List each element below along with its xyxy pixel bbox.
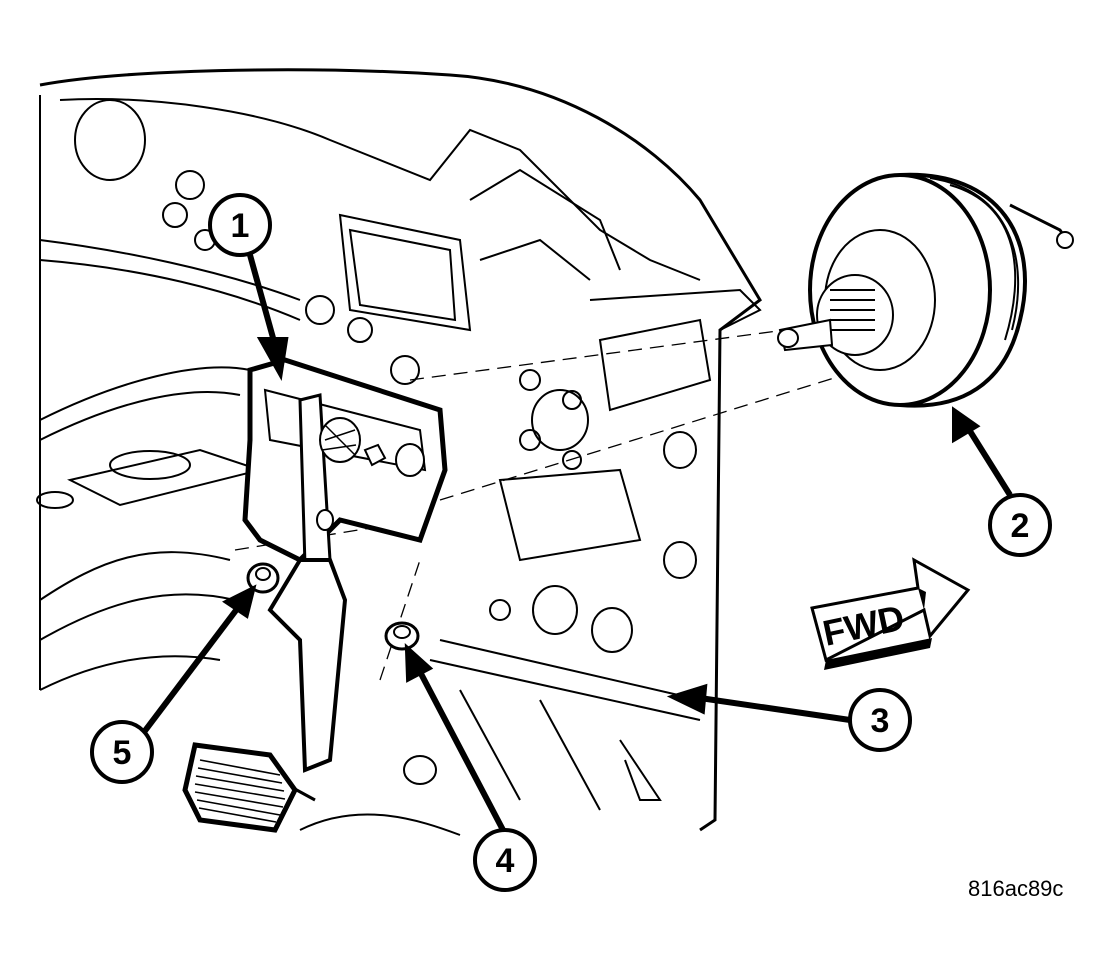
- callout-number-2: 2: [1011, 507, 1030, 545]
- figure-id: 816ac89c: [968, 876, 1064, 901]
- callout-1: 1: [208, 193, 272, 257]
- leader-arrows: [135, 254, 1013, 832]
- callout-5: 5: [90, 720, 154, 784]
- fwd-direction-arrow: FWD: [810, 557, 971, 670]
- brake-booster: [777, 172, 1074, 408]
- brake-pedal-assembly: [242, 357, 448, 802]
- callout-2: 2: [988, 493, 1052, 557]
- callout-number-5: 5: [113, 734, 132, 772]
- pedal-mounting-bolt: [384, 621, 420, 651]
- callout-number-3: 3: [871, 702, 890, 740]
- dash-panel-linework: [36, 68, 762, 836]
- callout-number-4: 4: [496, 842, 515, 880]
- callout-number-1: 1: [231, 207, 250, 245]
- pedal-pad: [182, 742, 298, 833]
- callout-3: 3: [848, 688, 912, 752]
- callout-4: 4: [473, 828, 537, 892]
